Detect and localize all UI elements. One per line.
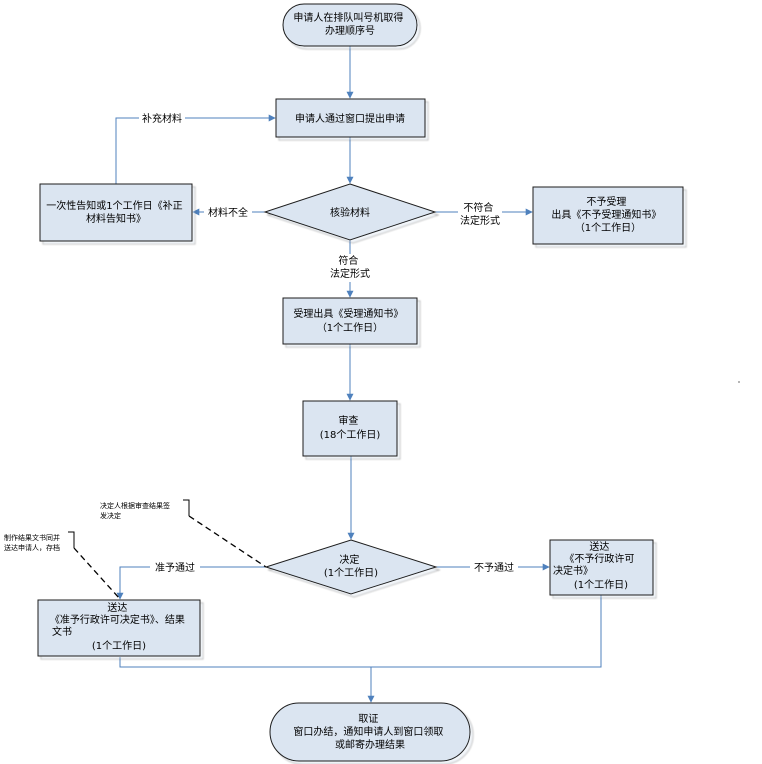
node-check [263, 183, 437, 241]
reject-accept-text: 不予受理 出具《不予受理通知书》 （1个工作日） [551, 196, 664, 234]
node-decide [264, 539, 438, 595]
edge-deny-finish [371, 595, 602, 668]
callout-decider-line [188, 515, 267, 568]
review-text: 审查 (18个工作日) [320, 414, 381, 441]
annotation-producer: 制作结果文书同并 送达申请人，存档 [4, 533, 62, 552]
accept-text: 受理出具《受理通知书》 （1个工作日） [293, 307, 406, 334]
node-review [302, 400, 398, 457]
finish-text: 取证 窗口办结，通知申请人到窗口领取 或邮寄办理结果 [293, 713, 446, 751]
node-apply [275, 98, 426, 138]
label-supplement-materials: 补充材料 [142, 112, 182, 125]
annotation-decider: 决定人根据审查结果签 发决定 [100, 501, 172, 520]
start-text: 申请人在排队叫号机取得 办理顺序号 [293, 11, 406, 37]
node-supplement [39, 183, 193, 242]
node-finish [269, 702, 471, 762]
edge-label-masks [139, 112, 518, 574]
callout-decider-bracket [183, 499, 190, 516]
decide-text: 决定 (1个工作日) [324, 553, 378, 579]
node-start [282, 3, 418, 47]
apply-text: 申请人通过窗口提出申请 [295, 112, 405, 125]
label-not-compliant: 不符合 法定形式 [460, 201, 500, 227]
callout-producer-bracket [68, 531, 75, 548]
label-not-approved: 不予通过 [474, 561, 514, 574]
edge-supplement-apply [115, 114, 276, 184]
edge-decide-grant [116, 566, 266, 600]
grant-text: 送达 《准予行政许可决定书》、结果 文书 (1个工作日) [50, 601, 188, 652]
label-compliant: 符合 法定形式 [330, 254, 370, 280]
stray-dot [738, 381, 740, 383]
edge-grant-finish [119, 657, 375, 703]
node-grant [37, 599, 201, 657]
callout-producer-line [73, 547, 121, 600]
node-accept [282, 297, 418, 345]
label-materials-incomplete: 材料不全 [208, 206, 248, 219]
check-text: 核验材料 [330, 206, 370, 219]
node-deny [549, 539, 654, 596]
supplement-text: 一次性告知或1个工作日《补正 材料告知书》 [46, 199, 186, 225]
annotation-callouts [68, 499, 267, 600]
node-reject-accept [532, 186, 684, 245]
deny-text: 送达 《不予行政许可 决定书》 (1个工作日) [553, 540, 638, 591]
label-approved: 准予通过 [155, 561, 195, 574]
